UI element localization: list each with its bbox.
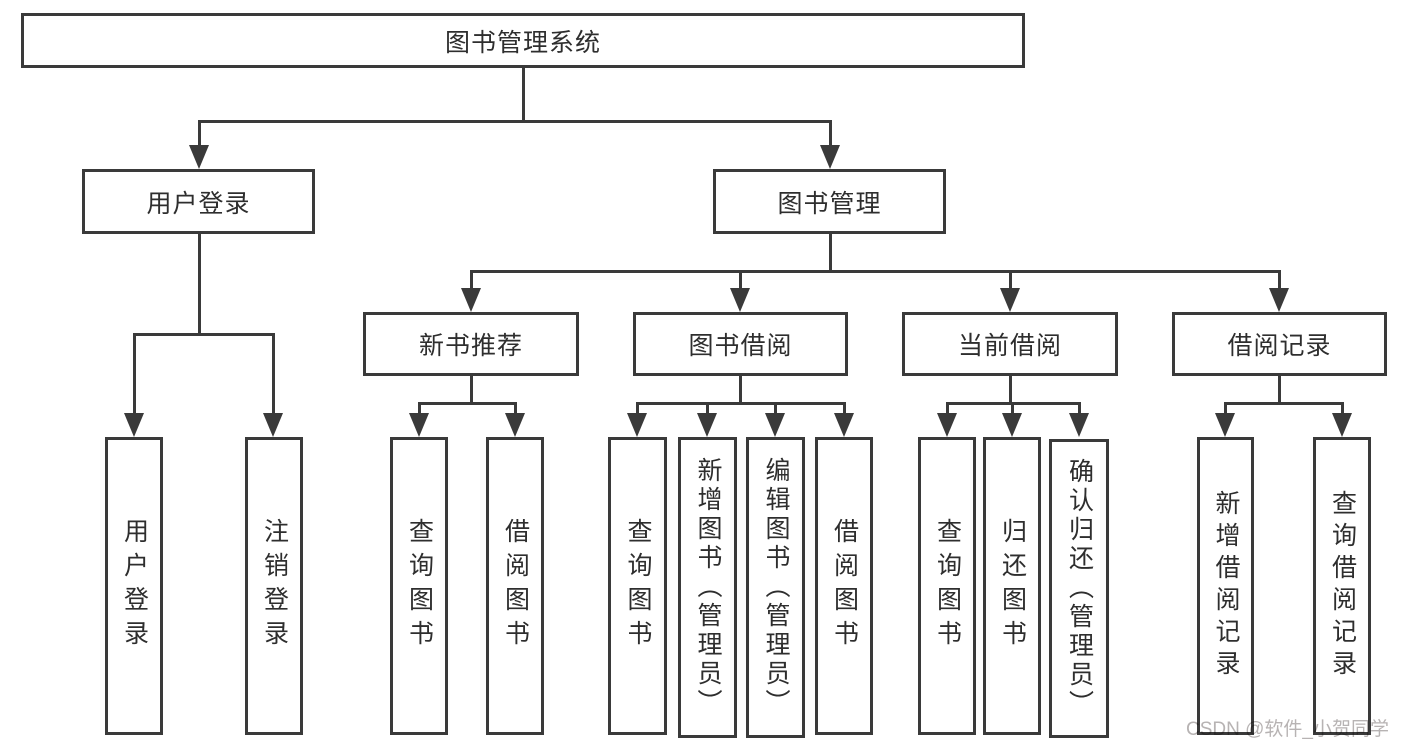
node-label: 用户登录	[146, 189, 251, 218]
node-label: 编辑图书（管理员）	[762, 457, 790, 718]
connector-level3-hline	[471, 270, 1279, 273]
node-label: 借阅记录	[1227, 332, 1332, 360]
connector-group-hline	[637, 402, 844, 405]
arrowhead-down	[1002, 413, 1022, 437]
node-label: 借阅图书	[501, 518, 530, 654]
connector-drop	[1078, 402, 1081, 415]
connector-drop	[774, 402, 777, 415]
node-new-book-recommend: 新书推荐	[363, 312, 579, 376]
node-query-borrow-record: 查询借阅记录	[1313, 437, 1371, 735]
connector-group-stem	[739, 376, 742, 404]
arrowhead-down	[505, 413, 525, 437]
arrowhead-down	[124, 413, 144, 437]
connector-drop	[1011, 402, 1014, 415]
connector-drop	[272, 333, 275, 415]
node-label: 当前借阅	[957, 332, 1062, 360]
node-label: 新增借阅记录	[1212, 490, 1240, 682]
arrowhead-down	[409, 413, 429, 437]
connector-drop	[514, 402, 517, 415]
arrowhead-down	[820, 145, 840, 169]
node-add-book-admin: 新增图书（管理员）	[678, 437, 737, 738]
node-label: 查询图书	[933, 518, 962, 654]
node-label: 新增图书（管理员）	[694, 457, 722, 718]
connector-group-stem	[1009, 376, 1012, 404]
watermark: CSDN @软件_小贺同学	[1186, 719, 1389, 740]
connector-drop	[1224, 402, 1227, 415]
connector-user-stem	[198, 234, 201, 335]
node-user-login-leaf: 用户登录	[105, 437, 163, 735]
arrowhead-down	[765, 413, 785, 437]
arrowhead-down	[730, 288, 750, 312]
node-library-management-system: 图书管理系统	[21, 13, 1025, 68]
node-query-books-2: 查询图书	[608, 437, 667, 735]
connector-level2-hline	[199, 120, 831, 123]
connector-group-hline	[1225, 402, 1342, 405]
node-label: 图书管理系统	[444, 28, 601, 57]
node-borrow-records: 借阅记录	[1172, 312, 1387, 376]
node-logout-leaf: 注销登录	[245, 437, 303, 735]
connector-drop	[843, 402, 846, 415]
node-current-borrow: 当前借阅	[902, 312, 1118, 376]
arrowhead-down	[627, 413, 647, 437]
connector-group-stem	[1278, 376, 1281, 404]
node-label: 用户登录	[120, 518, 149, 654]
node-label: 查询图书	[624, 518, 652, 654]
arrowhead-down	[461, 288, 481, 312]
connector-drop	[946, 402, 949, 415]
connector-group-stem	[470, 376, 473, 404]
arrowhead-down	[1332, 413, 1352, 437]
arrowhead-down	[697, 413, 717, 437]
connector-root-stem	[522, 68, 525, 122]
node-label: 查询借阅记录	[1328, 490, 1357, 682]
connector-drop	[636, 402, 639, 415]
node-query-books-1: 查询图书	[390, 437, 448, 735]
connector-drop	[418, 402, 421, 415]
connector-group-hline	[419, 402, 515, 405]
connector-drop	[198, 120, 201, 148]
arrowhead-down	[189, 145, 209, 169]
node-user-login: 用户登录	[82, 169, 315, 234]
node-add-borrow-record: 新增借阅记录	[1197, 437, 1254, 735]
node-book-borrow: 图书借阅	[633, 312, 848, 376]
connector-drop	[1341, 402, 1344, 415]
node-label: 图书管理	[777, 189, 882, 218]
arrowhead-down	[1215, 413, 1235, 437]
arrowhead-down	[1069, 413, 1089, 437]
node-label: 查询图书	[405, 518, 434, 654]
connector-drop	[1278, 270, 1281, 290]
node-confirm-return-admin: 确认归还（管理员）	[1049, 439, 1109, 738]
node-label: 新书推荐	[418, 332, 523, 360]
connector-drop	[133, 333, 136, 415]
arrowhead-down	[937, 413, 957, 437]
node-label: 归还图书	[998, 518, 1027, 654]
node-label: 确认归还（管理员）	[1065, 458, 1094, 719]
node-label: 注销登录	[260, 518, 289, 654]
node-query-books-3: 查询图书	[918, 437, 976, 735]
arrowhead-down	[1000, 288, 1020, 312]
connector-book-stem	[829, 234, 832, 272]
node-borrow-books-2: 借阅图书	[815, 437, 873, 735]
connector-drop	[470, 270, 473, 290]
connector-user-hline	[134, 333, 274, 336]
node-return-books: 归还图书	[983, 437, 1041, 735]
arrowhead-down	[834, 413, 854, 437]
arrowhead-down	[263, 413, 283, 437]
connector-drop	[706, 402, 709, 415]
connector-drop	[739, 270, 742, 290]
node-label: 图书借阅	[688, 332, 793, 360]
connector-drop	[1009, 270, 1012, 290]
node-edit-book-admin: 编辑图书（管理员）	[746, 437, 805, 738]
node-book-management: 图书管理	[713, 169, 946, 234]
node-label: 借阅图书	[830, 518, 859, 654]
connector-drop	[829, 120, 832, 148]
arrowhead-down	[1269, 288, 1289, 312]
node-borrow-books-1: 借阅图书	[486, 437, 544, 735]
